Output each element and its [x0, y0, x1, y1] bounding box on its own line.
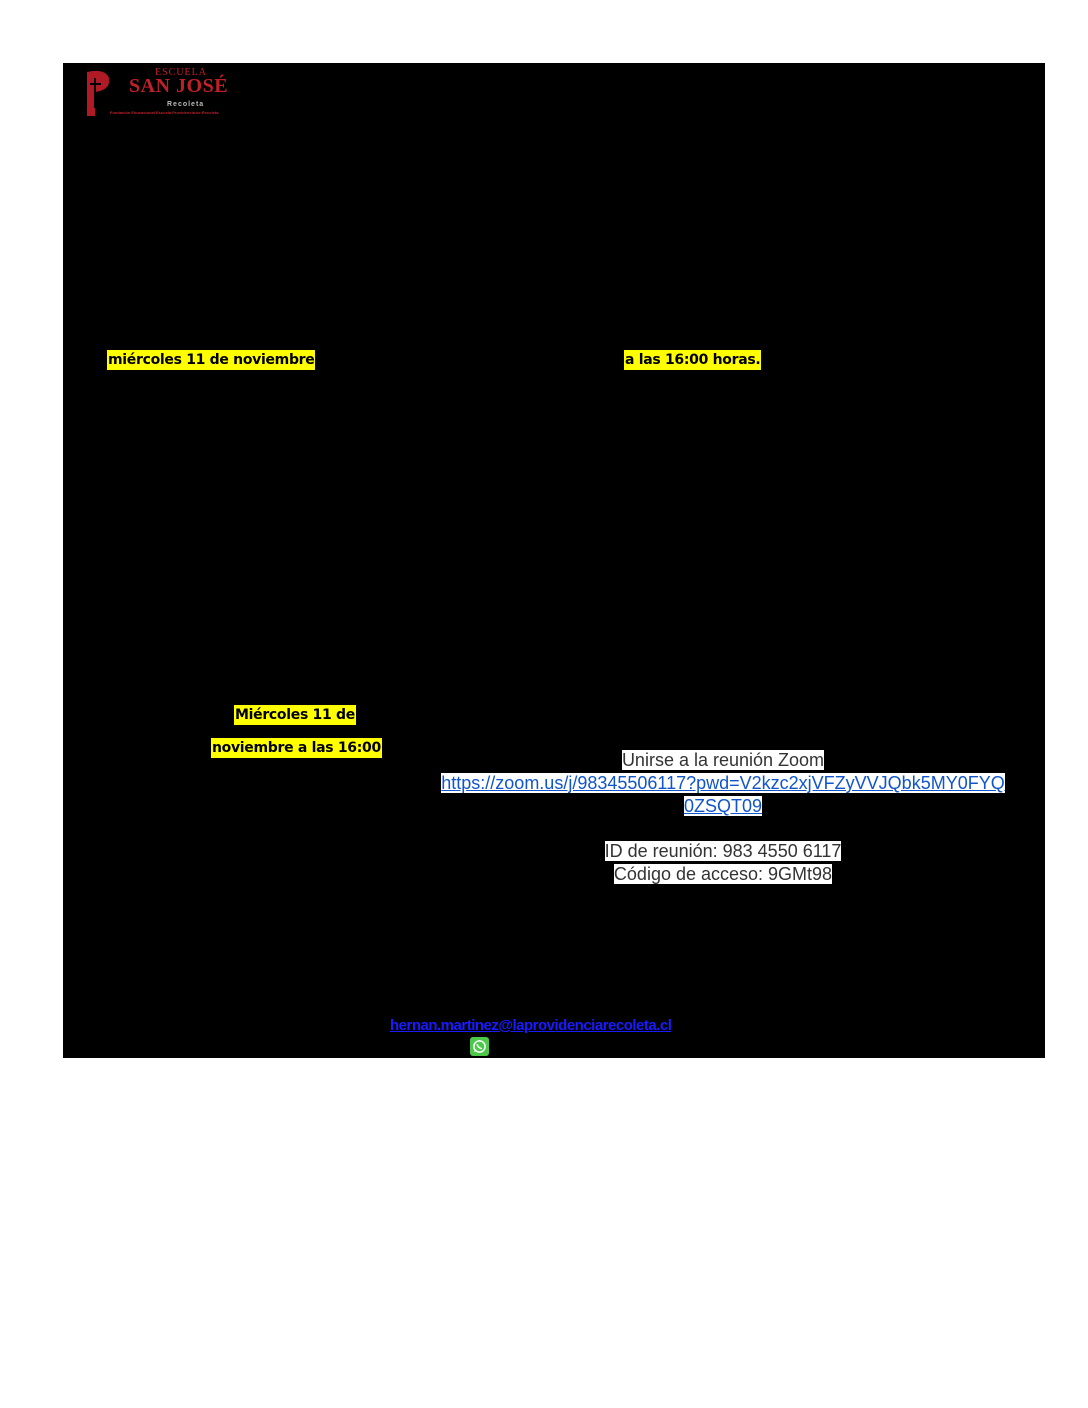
contact-email-link[interactable]: hernan.martinez@laprovidenciarecoleta.cl — [390, 1017, 672, 1034]
highlight-date: miércoles 11 de noviembre — [107, 350, 316, 370]
logo-emblem-icon — [87, 70, 110, 116]
logo-text-san-jose: SAN JOSÉ — [129, 75, 229, 97]
zoom-link[interactable]: https://zoom.us/j/98345506117?pwd=V2kzc2… — [441, 773, 1005, 793]
logo-text-escuela: ESCUELA — [155, 67, 207, 78]
access-code: Código de acceso: 9GMt98 — [613, 864, 833, 884]
logo-text-recoleta: Recoleta — [167, 101, 205, 108]
highlight-date-time-2: noviembre a las 16:00 — [211, 738, 382, 758]
document-page: ESCUELA SAN JOSÉ Recoleta Fundación Educ… — [63, 63, 1045, 1058]
logo-text-foundation: Fundación Educacional Escuela Providenci… — [110, 110, 219, 115]
highlight-time: a las 16:00 horas. — [624, 350, 762, 370]
whatsapp-icon[interactable] — [470, 1037, 489, 1056]
meeting-id: ID de reunión: 983 4550 6117 — [604, 841, 842, 861]
zoom-meeting-info: Unirse a la reunión Zoom https://zoom.us… — [415, 749, 1031, 886]
zoom-title: Unirse a la reunión Zoom — [621, 750, 825, 770]
highlight-date-2: Miércoles 11 de — [234, 705, 356, 725]
zoom-link-continued[interactable]: 0ZSQT09 — [683, 796, 763, 816]
